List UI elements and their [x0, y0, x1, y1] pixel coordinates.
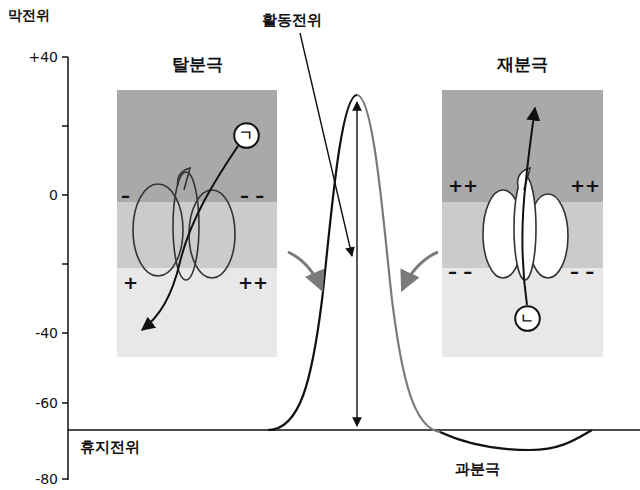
marker-circle: ㄱ	[233, 122, 260, 149]
curve-label: 휴지전위	[80, 440, 140, 455]
outside-band	[442, 90, 603, 202]
charge-sign: +	[123, 274, 138, 292]
ion-flow-arrow	[522, 108, 535, 305]
tick-label: +40	[28, 50, 58, 64]
amplitude-arrow	[356, 102, 357, 426]
channel-gate	[518, 168, 530, 190]
state-panel: 탈분극ㄱ	[117, 90, 277, 357]
axis-title: 막전위	[8, 8, 50, 22]
circle-shape	[515, 306, 540, 331]
tick	[62, 332, 68, 334]
charge-sign: ++	[448, 177, 478, 195]
state-panel: 재분극ㄴ	[442, 90, 603, 357]
ion-channel	[133, 168, 235, 280]
inside-band	[117, 268, 277, 357]
channel-subunit	[189, 190, 235, 278]
resting-line	[68, 429, 640, 431]
tick	[62, 194, 68, 196]
charge-sign: – –	[240, 187, 264, 205]
panel-heading: 재분극	[497, 54, 548, 74]
charge-sign: –	[121, 187, 130, 205]
axis-ticks	[62, 57, 68, 479]
tick-label: -40	[35, 326, 58, 340]
charge-sign: ++	[238, 274, 268, 292]
marker-letter: ㄱ	[239, 127, 253, 144]
circle-shape	[234, 123, 259, 148]
curve-label: 활동전위	[262, 13, 322, 28]
hyperpolarization-curve	[440, 430, 592, 450]
charge-sign: – –	[570, 263, 594, 281]
panel-heading: 탈분극	[172, 54, 223, 74]
tick-label: -80	[35, 472, 58, 486]
repolarization-curve	[357, 95, 440, 432]
tick	[62, 478, 68, 480]
outside-band	[117, 90, 277, 202]
tick-label: -60	[35, 396, 58, 410]
marker-letter: ㄴ	[520, 310, 534, 327]
ion-flow-arrow	[142, 146, 238, 330]
charge-sign: ++	[570, 177, 600, 195]
depolarization-curve	[268, 95, 357, 430]
tick	[62, 263, 68, 265]
tick	[62, 402, 68, 404]
leader-line	[300, 33, 352, 256]
y-axis	[67, 57, 69, 480]
pointer-arrow	[288, 252, 322, 290]
curve-label: 과분극	[455, 462, 500, 477]
channel-gate	[178, 168, 190, 190]
charge-sign: – –	[448, 263, 472, 281]
marker-circle: ㄴ	[514, 305, 541, 332]
tick-label: 0	[49, 188, 58, 202]
inside-band	[442, 268, 603, 357]
tick	[62, 125, 68, 127]
tick	[62, 56, 68, 58]
pointer-arrow	[402, 252, 438, 290]
